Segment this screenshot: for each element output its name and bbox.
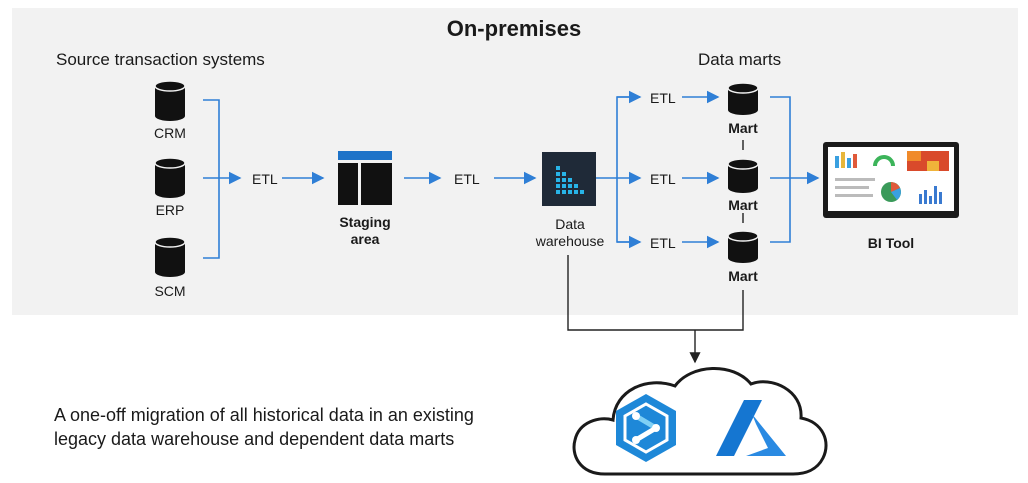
mart-1-database-icon bbox=[727, 82, 759, 115]
migration-caption: A one-off migration of all historical da… bbox=[54, 403, 574, 451]
etl-label-3: ETL bbox=[650, 90, 676, 106]
bi-dashboard-icon bbox=[823, 142, 959, 218]
warehouse-label: Data warehouse bbox=[520, 216, 620, 250]
mart-1-label: Mart bbox=[728, 120, 758, 136]
staging-label-line1: Staging bbox=[339, 214, 391, 230]
data-warehouse-icon bbox=[542, 152, 596, 206]
marts-heading: Data marts bbox=[698, 50, 782, 69]
etl-label-1: ETL bbox=[252, 171, 278, 187]
warehouse-label-line1: Data bbox=[555, 216, 585, 232]
caption-line-1: A one-off migration of all historical da… bbox=[54, 405, 474, 425]
staging-area-icon bbox=[338, 151, 392, 205]
bi-tool-label: BI Tool bbox=[867, 235, 915, 251]
crm-label: CRM bbox=[154, 125, 186, 141]
mart-2-label: Mart bbox=[728, 197, 758, 213]
mart-2-database-icon bbox=[727, 158, 759, 193]
diagram-title: On-premises bbox=[446, 16, 582, 41]
warehouse-label-line2: warehouse bbox=[535, 233, 605, 249]
etl-label-2: ETL bbox=[454, 171, 480, 187]
staging-label: Staging area bbox=[325, 214, 405, 248]
mart-3-label: Mart bbox=[728, 268, 758, 284]
mart-3-database-icon bbox=[727, 230, 759, 263]
caption-line-2: legacy data warehouse and dependent data… bbox=[54, 429, 455, 449]
scm-database-icon bbox=[154, 236, 186, 277]
erp-label: ERP bbox=[155, 202, 185, 218]
scm-label: SCM bbox=[154, 283, 186, 299]
erp-database-icon bbox=[154, 157, 186, 198]
staging-label-line2: area bbox=[350, 231, 380, 247]
etl-label-4: ETL bbox=[650, 171, 676, 187]
etl-label-5: ETL bbox=[650, 235, 676, 251]
azure-logo-icon bbox=[716, 400, 786, 456]
cloud-icon bbox=[572, 367, 828, 476]
crm-database-icon bbox=[154, 80, 186, 121]
sources-heading: Source transaction systems bbox=[56, 50, 265, 69]
synapse-analytics-icon bbox=[616, 394, 676, 462]
